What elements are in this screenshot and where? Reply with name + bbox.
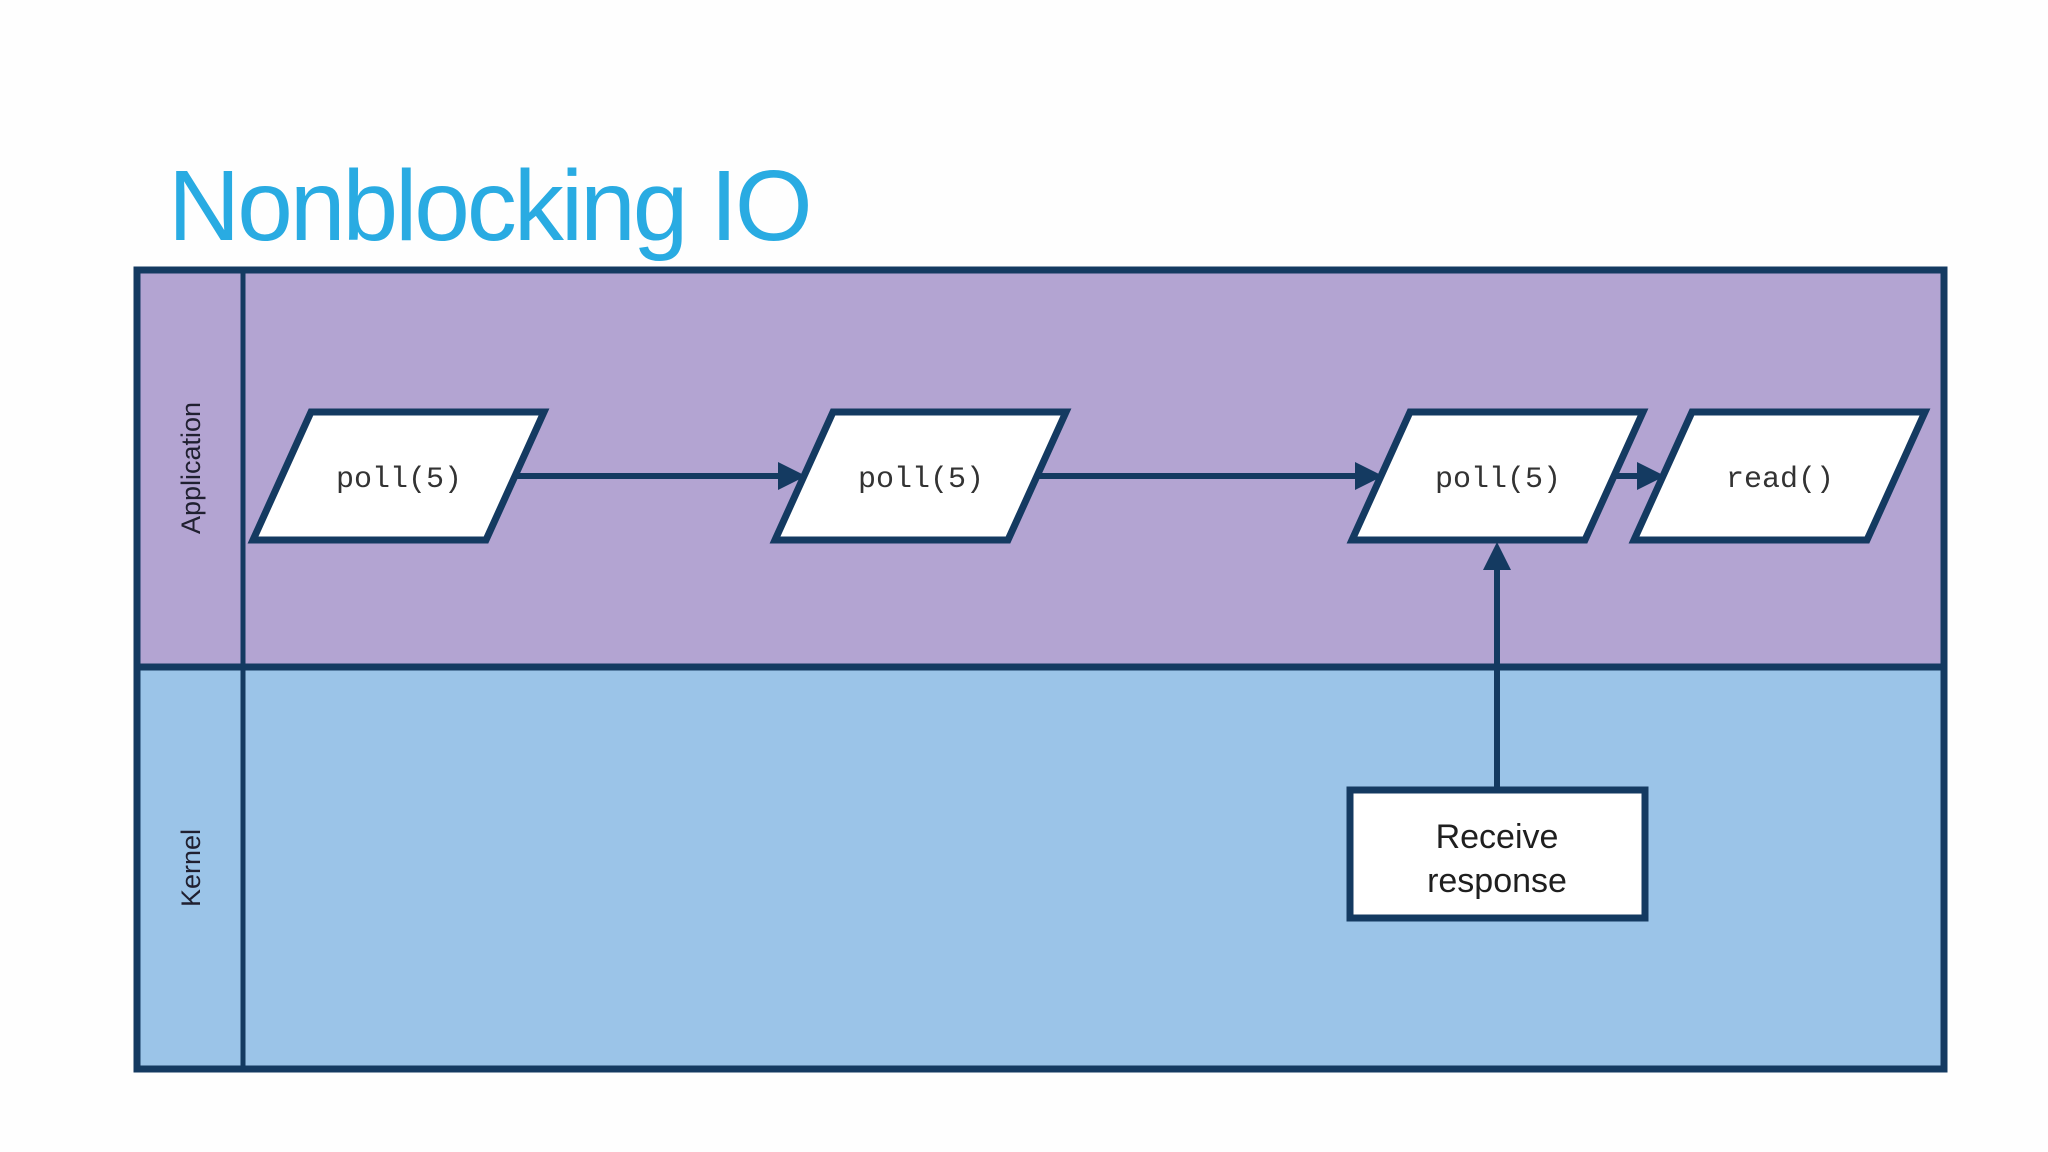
arrowhead-right-icon — [778, 462, 806, 490]
lane-label-kernel: Kernel — [176, 829, 206, 907]
node-receive-response: Receive response — [1346, 786, 1649, 922]
node-label: read() — [1726, 463, 1834, 497]
slide-title: Nonblocking IO — [168, 150, 810, 262]
node-poll-1: poll(5) — [247, 408, 550, 544]
parallelogram-shape — [1628, 408, 1931, 544]
node-label: poll(5) — [336, 463, 462, 497]
arrowhead-up-icon — [1483, 542, 1511, 570]
arrowhead-right-icon — [1637, 462, 1665, 490]
node-label-line-1: Receive — [1436, 818, 1559, 856]
node-label: poll(5) — [858, 463, 984, 497]
node-read: read() — [1628, 408, 1931, 544]
kernel-lane — [137, 667, 1944, 1069]
arrow-receive-to-poll3 — [1483, 542, 1511, 790]
node-label: poll(5) — [1435, 463, 1561, 497]
parallelogram-shape — [769, 408, 1072, 544]
rectangle-shape — [1346, 786, 1649, 922]
node-label-line-2: response — [1427, 862, 1567, 900]
arrowhead-right-icon — [1355, 462, 1383, 490]
arrow-poll1-to-poll2 — [516, 462, 806, 490]
parallelogram-shape — [247, 408, 550, 544]
node-poll-3: poll(5) — [1346, 408, 1649, 544]
diagram-frame-border — [133, 266, 1948, 1073]
lane-label-application: Application — [176, 402, 206, 534]
node-poll-2: poll(5) — [769, 408, 1072, 544]
arrow-poll2-to-poll3 — [1037, 462, 1383, 490]
parallelogram-shape — [1346, 408, 1649, 544]
